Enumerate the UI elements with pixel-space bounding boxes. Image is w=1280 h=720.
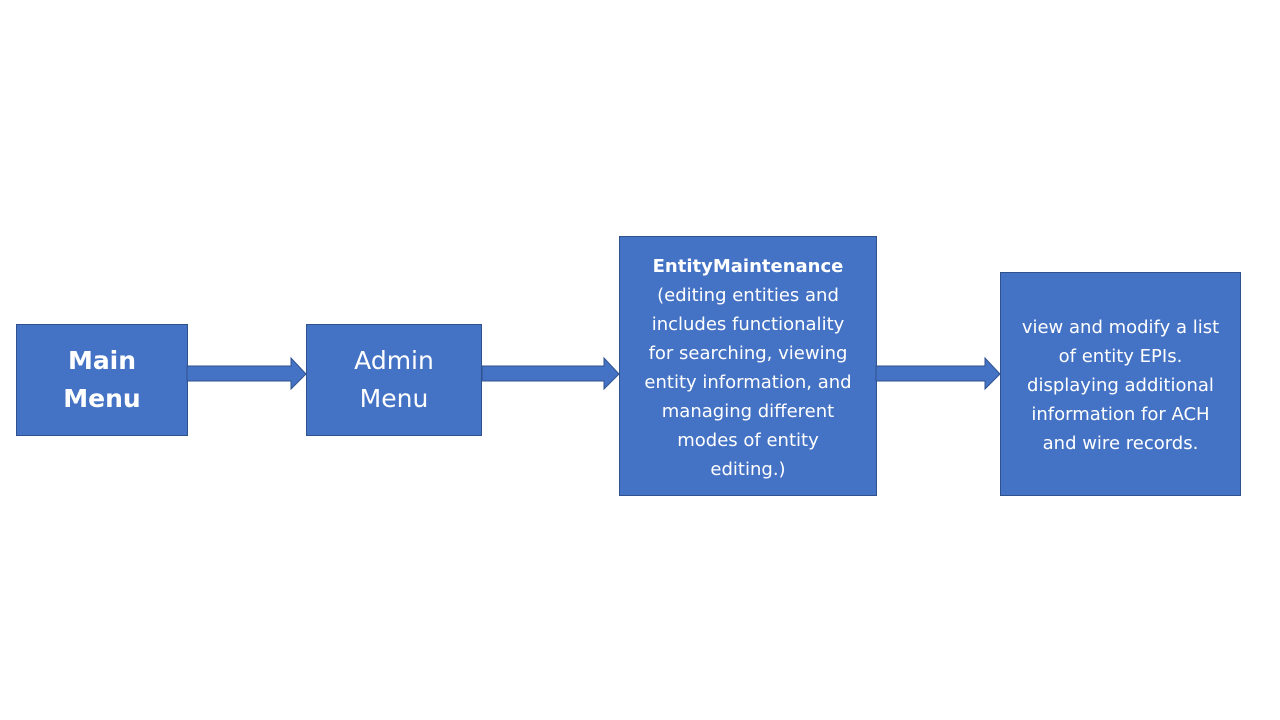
entity-maintenance-title: EntityMaintenance bbox=[652, 256, 844, 277]
arrow-entity-to-list bbox=[875, 356, 1001, 391]
arrow-admin-to-entity bbox=[481, 356, 620, 391]
epi-list-label: view and modify a list of entity EPIs. d… bbox=[1021, 317, 1220, 454]
admin-menu-label: Admin Menu bbox=[354, 346, 434, 413]
arrow-main-to-admin bbox=[186, 356, 307, 391]
entity-maintenance-node: EntityMaintenance (editing entities and … bbox=[619, 236, 877, 496]
epi-list-node: view and modify a list of entity EPIs. d… bbox=[1000, 272, 1241, 496]
entity-maintenance-description: (editing entities and includes functiona… bbox=[644, 285, 852, 480]
main-menu-label: Main Menu bbox=[63, 346, 141, 413]
admin-menu-node: Admin Menu bbox=[306, 324, 482, 436]
main-menu-node: Main Menu bbox=[16, 324, 188, 436]
